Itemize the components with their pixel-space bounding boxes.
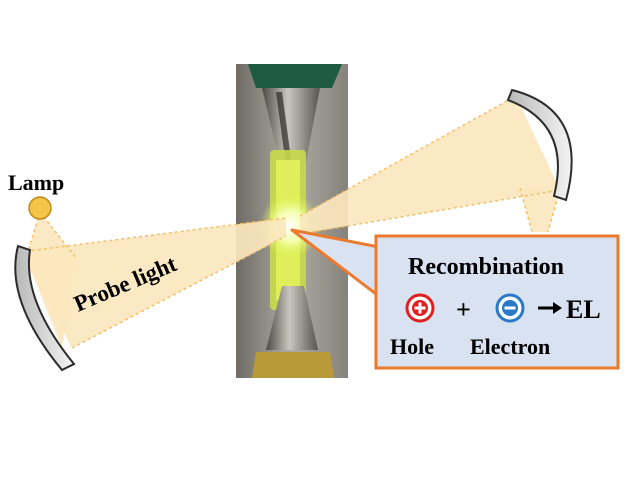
left-mirror (14, 244, 76, 372)
lamp-label: Lamp (8, 170, 64, 195)
plus-sign: + (456, 295, 471, 324)
lamp-icon (28, 196, 52, 220)
recombination-callout: Recombination + EL Hole Electron (374, 234, 620, 370)
recombination-label: Recombination (408, 254, 564, 280)
reflected-beam (299, 95, 561, 235)
hole-label: Hole (390, 334, 434, 359)
electron-label: Electron (470, 334, 550, 359)
minus-circle-icon (495, 293, 525, 323)
right-mirror (506, 88, 573, 202)
plus-circle-icon (405, 293, 435, 323)
el-label: EL (566, 295, 601, 324)
right-arrow-icon (538, 302, 562, 314)
probe-light-beam (19, 211, 287, 349)
